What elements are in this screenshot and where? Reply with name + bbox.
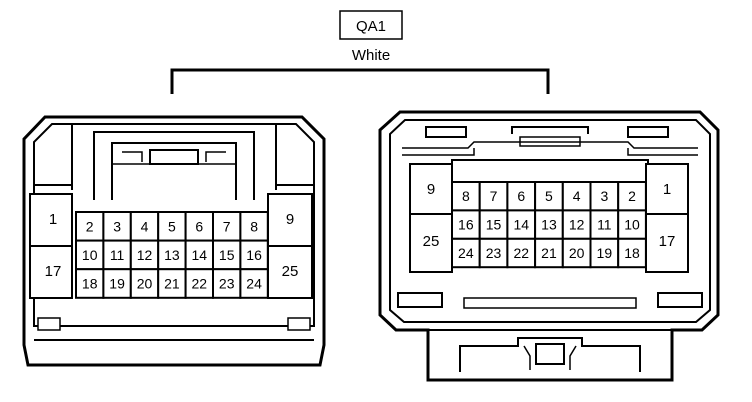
right-connector: 9 25 1 17 8 7 6 5 4 3 2 16 15 14 13 12 11 10 24 23 22 21 2…	[378, 110, 720, 382]
right-pin-2: 2	[628, 188, 636, 204]
connector-color: White	[352, 47, 390, 64]
left-pin-13: 13	[164, 247, 180, 263]
right-pin-6: 6	[517, 188, 525, 204]
left-pin-2: 2	[86, 218, 94, 234]
right-pin-cell	[506, 237, 537, 269]
right-pin-17: 17	[659, 233, 676, 250]
right-pin-24: 24	[458, 245, 474, 261]
right-pin-cell	[478, 237, 509, 269]
left-pin-3: 3	[113, 218, 121, 234]
right-pin-3: 3	[600, 188, 608, 204]
right-pin-12: 12	[569, 217, 585, 233]
left-pin-12: 12	[137, 247, 153, 263]
right-pin-16: 16	[458, 217, 474, 233]
right-pin-cell	[617, 237, 647, 269]
left-pin-22: 22	[192, 276, 208, 292]
left-pin-cell	[212, 268, 242, 299]
right-pin-22: 22	[513, 245, 529, 261]
left-pin-5: 5	[168, 218, 176, 234]
right-pin-cell	[561, 181, 592, 212]
left-housing-inner	[33, 123, 315, 327]
left-pin-4: 4	[141, 218, 149, 234]
right-pin-18: 18	[624, 245, 640, 261]
left-pin-18: 18	[82, 276, 98, 292]
left-pin-11: 11	[110, 247, 125, 263]
right-pin-19: 19	[597, 245, 613, 261]
left-pin-9: 9	[286, 211, 294, 228]
connector-code-box	[339, 10, 403, 40]
right-housing-inner	[389, 119, 711, 323]
left-pin-14: 14	[192, 247, 208, 263]
right-pin-15: 15	[486, 217, 502, 233]
right-pin-9: 9	[427, 181, 435, 198]
right-pin-cell	[506, 181, 537, 212]
right-pin-10: 10	[624, 217, 640, 233]
left-pin-cell	[239, 211, 269, 242]
right-pin-grid: 8 7 6 5 4 3 2 16 15 14 13 12 11 10 24 23 22 21 20 19 18	[451, 181, 647, 269]
right-pin-5: 5	[545, 188, 553, 204]
left-pin-cell	[75, 211, 105, 242]
left-pin-20: 20	[137, 276, 153, 292]
right-pin-1: 1	[663, 181, 671, 198]
left-pin-23: 23	[219, 276, 235, 292]
left-pin-15: 15	[219, 247, 235, 263]
right-pin-7: 7	[490, 188, 498, 204]
right-pin-21: 21	[541, 245, 557, 261]
right-latch	[459, 337, 641, 372]
left-pin-1: 1	[49, 211, 57, 228]
left-pin-cell	[184, 211, 215, 242]
left-latch	[71, 124, 277, 200]
left-pin-cell	[129, 268, 160, 299]
left-pin-24: 24	[246, 276, 262, 292]
right-terminal-block-left	[409, 163, 453, 273]
left-latch-tab	[149, 149, 199, 165]
right-pin-14: 14	[513, 217, 529, 233]
left-pin-8: 8	[250, 218, 258, 234]
right-pin-cell	[534, 181, 564, 212]
right-pin-cell	[534, 237, 564, 269]
right-pin-cell	[561, 237, 592, 269]
bracket	[170, 68, 550, 94]
left-pin-19: 19	[109, 276, 125, 292]
left-pin-16: 16	[246, 247, 262, 263]
left-pin-cell	[102, 268, 132, 299]
left-pin-21: 21	[164, 276, 180, 292]
connector-code: QA1	[356, 18, 386, 35]
right-pin-25: 25	[423, 233, 440, 250]
right-pin-8: 8	[462, 188, 470, 204]
left-pin-17: 17	[45, 263, 62, 280]
right-pin-23: 23	[486, 245, 502, 261]
right-pin-11: 11	[597, 217, 612, 233]
right-pin-cell	[617, 181, 647, 212]
left-pin-cell	[212, 211, 242, 242]
left-pin-cell	[184, 268, 215, 299]
right-pin-4: 4	[573, 188, 581, 204]
left-pin-cell	[239, 268, 269, 299]
right-pin-cell	[451, 181, 481, 212]
left-pin-25: 25	[282, 263, 299, 280]
left-pin-10: 10	[82, 247, 98, 263]
left-pin-cell	[239, 239, 269, 271]
left-pin-6: 6	[195, 218, 203, 234]
right-pin-13: 13	[541, 217, 557, 233]
left-pin-7: 7	[223, 218, 231, 234]
right-pin-20: 20	[569, 245, 585, 261]
